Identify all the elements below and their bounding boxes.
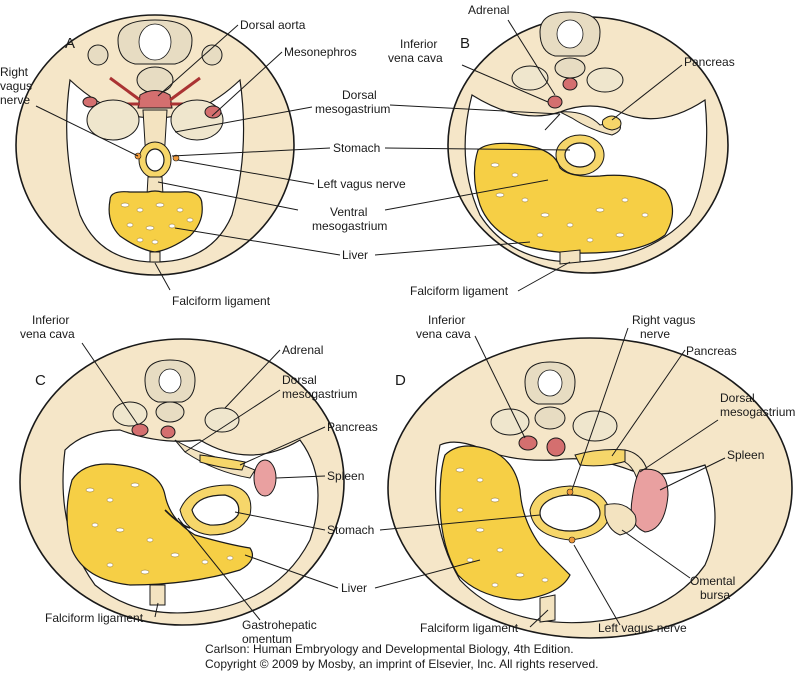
label-d-left-vagus: Left vagus nerve	[598, 621, 687, 635]
label-d-right-vagus-2: nerve	[640, 327, 670, 341]
panel-b-liver	[473, 142, 674, 254]
label-c-liver: Liver	[341, 581, 367, 595]
label-c-dorsal-meso-2: mesogastrium	[282, 387, 357, 401]
label-a-right-vagus-3: nerve	[0, 93, 30, 107]
label-c-ivc-2: vena cava	[20, 327, 75, 341]
panel-b-falciform-ligament	[559, 249, 581, 265]
panel-c	[19, 338, 345, 626]
panel-a-liver	[108, 190, 203, 253]
label-c-gastrohepatic-2: omentum	[242, 632, 292, 646]
panel-d	[387, 337, 793, 639]
label-a-right-vagus-2: vagus	[0, 79, 32, 93]
panel-b-aorta	[562, 77, 578, 91]
label-a-left-vagus: Left vagus nerve	[317, 177, 406, 191]
labels: A Dorsal aorta Mesonephros Right vagus n…	[0, 3, 795, 646]
panel-c-pancreas	[199, 454, 246, 471]
panel-c-letter: C	[35, 372, 46, 389]
panel-d-left-kidney	[490, 408, 530, 436]
credit-line-2: Copyright © 2009 by Mosby, an imprint of…	[205, 657, 599, 671]
leader-lines	[35, 19, 726, 628]
label-d-ivc-2: vena cava	[416, 327, 471, 341]
label-b-adrenal: Adrenal	[468, 3, 509, 17]
label-c-falciform: Falciform ligament	[45, 611, 144, 625]
panel-c-ivc	[131, 423, 149, 437]
panel-d-aorta	[546, 437, 566, 457]
label-c-gastrohepatic-1: Gastrohepatic	[242, 618, 317, 632]
label-a-ventral-meso-1: Ventral	[330, 205, 367, 219]
panel-d-spleen	[630, 468, 669, 533]
label-d-dorsal-meso-1: Dorsal	[720, 391, 755, 405]
label-a-ventral-meso-2: mesogastrium	[312, 219, 387, 233]
panel-c-spleen	[253, 459, 277, 497]
label-d-pancreas: Pancreas	[686, 344, 737, 358]
panel-a-left-vagus	[172, 154, 180, 162]
label-b-ivc-1: Inferior	[400, 37, 437, 51]
panel-d-right-kidney	[572, 410, 618, 442]
panel-d-left-vagus	[568, 536, 576, 544]
panel-c-liver	[66, 463, 253, 586]
panel-a-vertebra	[87, 19, 223, 94]
panel-c-vertebra	[144, 359, 196, 423]
label-d-dorsal-meso-2: mesogastrium	[720, 405, 795, 419]
label-d-falciform: Falciform ligament	[420, 621, 519, 635]
label-a-dorsal-meso-2: mesogastrium	[315, 102, 390, 116]
panel-b-letter: B	[460, 35, 470, 52]
panel-b-ivc	[547, 95, 563, 109]
panel-a-dorsal-aorta	[137, 90, 173, 109]
panel-b	[447, 11, 729, 274]
panel-d-falciform-ligament	[539, 594, 556, 623]
label-c-pancreas: Pancreas	[327, 420, 378, 434]
credit-line-1: Carlson: Human Embryology and Developmen…	[205, 642, 574, 656]
panel-b-pancreas	[601, 115, 622, 131]
panel-b-vertebra	[539, 11, 601, 79]
label-a-liver: Liver	[342, 248, 368, 262]
label-d-right-vagus-1: Right vagus	[632, 313, 695, 327]
label-a-dorsal-aorta: Dorsal aorta	[240, 18, 306, 32]
label-d-ivc-1: Inferior	[428, 313, 465, 327]
panel-c-gastrohepatic-omentum	[164, 509, 191, 529]
panel-b-right-kidney	[586, 67, 624, 93]
copyright-credit: Carlson: Human Embryology and Developmen…	[205, 642, 598, 672]
panel-c-right-kidney	[204, 407, 240, 433]
label-b-pancreas: Pancreas	[684, 55, 735, 69]
panel-d-letter: D	[395, 372, 406, 389]
panel-c-aorta	[160, 425, 176, 439]
label-a-falciform: Falciform ligament	[172, 294, 271, 308]
label-c-stomach: Stomach	[327, 523, 374, 537]
label-c-ivc-1: Inferior	[32, 313, 69, 327]
label-c-adrenal: Adrenal	[282, 343, 323, 357]
panel-a-aortic-branches	[100, 76, 210, 106]
label-c-spleen: Spleen	[327, 469, 364, 483]
panel-b-left-kidney	[511, 65, 549, 91]
panel-d-right-vagus	[566, 488, 574, 496]
panel-b-dorsal-mesogastrium	[558, 111, 621, 136]
label-b-ivc-2: vena cava	[388, 51, 443, 65]
panel-a	[15, 14, 295, 276]
label-a-stomach: Stomach	[333, 141, 380, 155]
label-a-dorsal-meso-1: Dorsal	[342, 88, 377, 102]
panel-c-falciform-ligament	[149, 584, 166, 606]
label-d-omental-2: bursa	[700, 588, 730, 602]
label-a-mesonephros: Mesonephros	[284, 45, 357, 59]
label-d-spleen: Spleen	[727, 448, 764, 462]
panel-d-vertebra	[524, 361, 576, 430]
label-b-falciform: Falciform ligament	[410, 284, 509, 298]
label-a-right-vagus-1: Right	[0, 65, 29, 79]
panel-d-ivc	[518, 435, 538, 451]
panel-a-letter: A	[65, 35, 75, 52]
panel-d-omental-bursa	[604, 503, 637, 536]
label-d-omental-1: Omental	[690, 574, 735, 588]
label-c-dorsal-meso-1: Dorsal	[282, 373, 317, 387]
panel-a-falciform-ligament	[149, 251, 161, 263]
